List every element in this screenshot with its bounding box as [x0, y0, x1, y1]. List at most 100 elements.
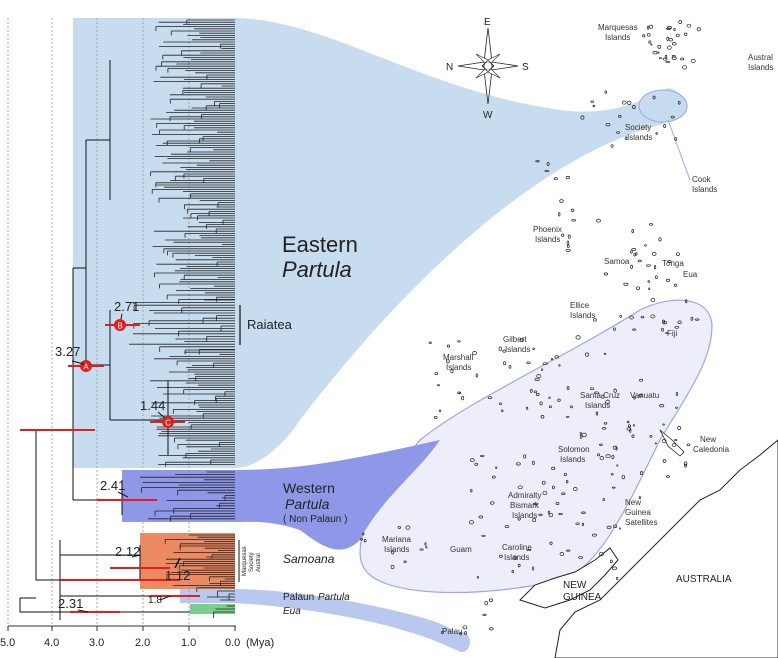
island-dot	[428, 341, 432, 344]
western-funnel	[235, 440, 440, 550]
compass-east: E	[484, 17, 491, 28]
map-label-newguinea-1: NEW	[563, 580, 587, 591]
island-dot	[613, 327, 616, 331]
age-label-western: 2.41	[100, 478, 125, 493]
island-dot	[675, 33, 680, 38]
island-dot	[517, 485, 523, 490]
map-labels: Marquesas Islands Austral Islands Societ…	[382, 23, 773, 636]
palaun-label-italic: Partula	[318, 592, 350, 603]
map-label-ellice-1: Ellice	[570, 301, 590, 310]
island-dot	[470, 488, 473, 493]
island-dot	[391, 550, 395, 555]
island-dot	[437, 384, 440, 387]
island-dot	[658, 57, 662, 60]
island-dot	[631, 248, 637, 251]
island-dot	[696, 27, 701, 32]
island-dot	[561, 233, 565, 237]
map-label-australia: AUSTRALIA	[676, 574, 732, 585]
island-dot	[461, 396, 465, 401]
island-dot	[638, 496, 641, 500]
map-label-caroline-1: Caroline	[502, 543, 532, 552]
island-dot	[552, 485, 555, 490]
island-dot	[647, 32, 651, 37]
island-dot	[671, 56, 677, 60]
island-dot	[674, 438, 678, 442]
island-dot	[650, 314, 656, 319]
island-dot	[566, 549, 571, 552]
raiatea-label: Raiatea	[247, 317, 293, 332]
island-dot	[666, 26, 672, 30]
map-label-admiralty-2: Bismark	[510, 501, 540, 510]
island-dot	[621, 100, 627, 105]
island-dot	[680, 57, 685, 61]
island-dot	[671, 42, 677, 46]
island-dot	[694, 318, 700, 321]
samoana-label: Samoana	[283, 552, 335, 566]
age-label-C: 1.44	[140, 398, 165, 413]
island-dot	[489, 598, 493, 602]
map-label-phoenix-2: Islands	[535, 235, 560, 244]
island-dot	[468, 520, 475, 525]
island-dot	[555, 501, 560, 506]
island-dot	[526, 361, 531, 364]
island-dot	[603, 422, 608, 425]
island-dot	[397, 525, 401, 529]
island-dot	[548, 396, 551, 399]
island-dot	[640, 315, 645, 319]
island-dot	[581, 522, 584, 527]
island-dot	[557, 398, 561, 402]
island-dot	[610, 144, 614, 148]
island-dot	[464, 631, 467, 635]
island-dot	[655, 131, 658, 135]
island-dot	[648, 40, 652, 44]
australia-landmass	[554, 439, 778, 658]
island-dot	[661, 439, 667, 444]
island-dot	[677, 100, 681, 105]
island-dot	[558, 364, 561, 367]
samoana-sub-bracket: Marquesas Society Austral	[238, 540, 262, 582]
island-dot	[523, 454, 527, 459]
island-dot	[632, 105, 636, 110]
map-label-newguinea-sat-1: New	[625, 498, 641, 507]
island-dot	[652, 95, 656, 100]
tick-label-5: 5.0	[0, 637, 15, 649]
island-dot	[532, 566, 535, 571]
island-dot	[531, 460, 535, 465]
eastern-funnel	[235, 18, 684, 468]
map-label-cook-1: Cook	[692, 175, 712, 184]
island-dot	[565, 415, 570, 418]
map-label-gilbert-2: Islands	[505, 345, 530, 354]
island-dot	[616, 576, 619, 580]
map-label-marquesas-2: Islands	[605, 33, 630, 42]
island-dot	[649, 24, 653, 29]
map-label-solomon-1: Solomon	[558, 445, 590, 454]
island-dot	[642, 34, 646, 38]
island-dot	[662, 57, 668, 61]
island-dot	[616, 131, 620, 134]
island-dot	[612, 445, 618, 450]
island-dot	[650, 298, 656, 303]
map-label-ellice-2: Islands	[570, 311, 595, 320]
island-dot	[613, 388, 617, 393]
palaun-label: Palaun	[283, 592, 314, 603]
map-label-tonga: Tonga	[662, 259, 684, 268]
island-dot	[626, 427, 632, 431]
island-dot	[525, 406, 529, 410]
island-dot	[491, 475, 496, 479]
map-label-cook-2: Islands	[692, 185, 717, 194]
island-dot	[546, 161, 550, 166]
map-label-society-1: Society	[625, 123, 651, 132]
island-dot	[474, 462, 479, 466]
island-dot	[450, 369, 454, 374]
node-A-marker: A	[80, 360, 92, 372]
island-dot	[578, 556, 583, 559]
island-dot	[618, 114, 622, 119]
map-label-samoa: Samoa	[604, 257, 630, 266]
island-dot	[549, 541, 553, 545]
age-label-eua: 2.31	[58, 596, 83, 611]
eua-clade-box	[190, 604, 235, 614]
island-dot	[362, 532, 365, 536]
island-dot	[581, 511, 586, 514]
island-dot	[446, 359, 450, 364]
